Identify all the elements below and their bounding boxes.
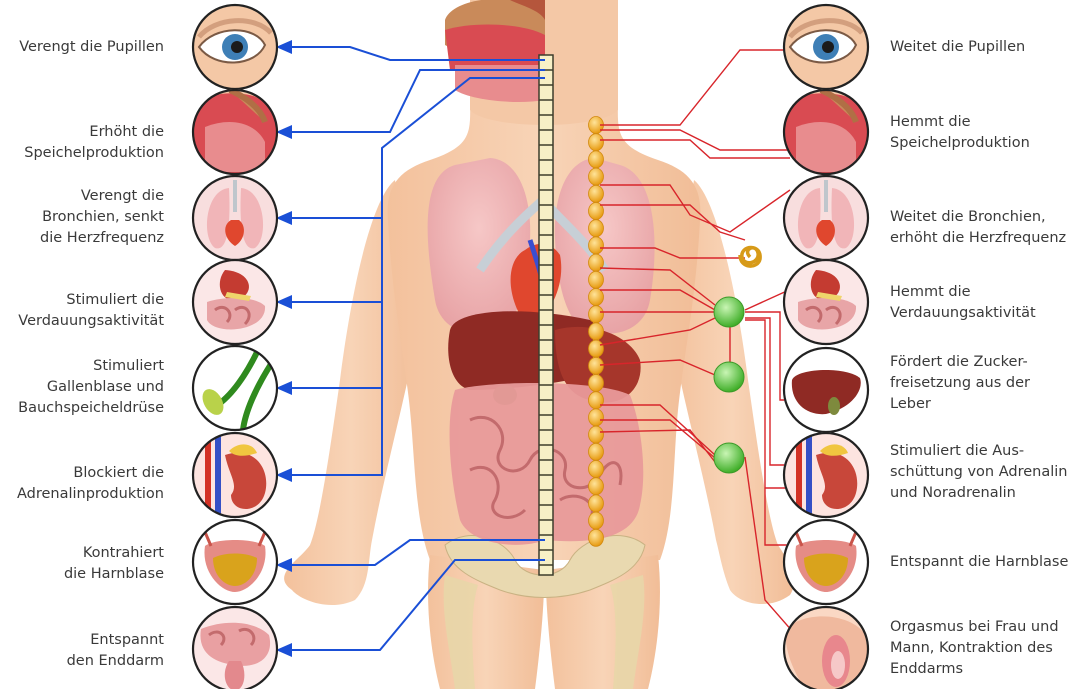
sympathetic-ganglion-bead [589, 392, 604, 409]
right-label-8: Orgasmus bei Frau und Mann, Kontraktion … [890, 617, 1059, 680]
sympathetic-ganglion-bead [589, 220, 604, 237]
sympathetic-ganglion-bead [589, 375, 604, 392]
bladder-icon [783, 519, 869, 605]
celiac-ganglion [714, 297, 744, 327]
sympathetic-ganglion-bead [589, 426, 604, 443]
lungs-heart-icon [783, 175, 869, 261]
left-label-8: Entspannt den Enddarm [67, 630, 164, 672]
sympathetic-ganglion-bead [589, 340, 604, 357]
superior-mesenteric-ganglion [714, 362, 744, 392]
parasympathetic-arrowheads [276, 40, 292, 657]
sympathetic-ganglion-bead [589, 289, 604, 306]
sympathetic-ganglion-bead [589, 237, 604, 254]
right-label-1: Weitet die Pupillen [890, 37, 1025, 58]
sympathetic-ganglion-bead [589, 185, 604, 202]
right-label-2: Hemmt die Speichelproduktion [890, 112, 1030, 154]
digestive-tract-icon [192, 259, 278, 345]
sympathetic-ganglion-bead [589, 478, 604, 495]
salivary-gland-icon [783, 89, 869, 175]
sympathetic-ganglion-bead [589, 409, 604, 426]
left-label-5: Stimuliert Gallenblase und Bauchspeichel… [18, 356, 164, 419]
sympathetic-ganglion-bead [589, 151, 604, 168]
liver-icon [783, 347, 869, 433]
right-label-4: Hemmt die Verdauungsaktivität [890, 282, 1036, 324]
left-label-3: Verengt die Bronchien, senkt die Herzfre… [40, 186, 164, 249]
sympathetic-ganglion-bead [589, 461, 604, 478]
right-label-6: Stimuliert die Aus- schüttung von Adrena… [890, 441, 1067, 504]
prevertebral-ganglia [714, 297, 744, 473]
eye-icon [192, 4, 278, 90]
left-label-7: Kontrahiert die Harnblase [64, 543, 164, 585]
kidney-adrenal-icon [783, 432, 869, 518]
left-label-6: Blockiert die Adrenalinproduktion [17, 463, 164, 505]
genitals-icon [783, 606, 869, 689]
sympathetic-ganglion-bead [589, 495, 604, 512]
rectum-icon [192, 606, 278, 689]
lungs-heart-icon [192, 175, 278, 261]
gallbladder-pancreas-icon [192, 345, 278, 431]
sympathetic-ganglion-bead [589, 168, 604, 185]
left-label-2: Erhöht die Speichelproduktion [24, 122, 164, 164]
spinal-cord [539, 55, 553, 575]
left-label-1: Verengt die Pupillen [19, 37, 164, 58]
sympathetic-ganglion-bead [589, 306, 604, 323]
right-label-5: Fördert die Zucker- freisetzung aus der … [890, 352, 1030, 415]
bladder-icon [192, 519, 278, 605]
sympathetic-ganglia-chain [589, 117, 604, 547]
right-label-7: Entspannt die Harnblase [890, 552, 1068, 573]
sympathetic-ganglion-bead [589, 357, 604, 374]
sympathetic-ganglion-bead [589, 134, 604, 151]
left-label-4: Stimuliert die Verdauungsaktivität [18, 290, 164, 332]
right-label-3: Weitet die Bronchien, erhöht die Herzfre… [890, 207, 1066, 249]
stellate-ganglion-icon [740, 248, 760, 267]
sympathetic-ganglion-bead [589, 443, 604, 460]
sympathetic-ganglion-bead [589, 529, 604, 546]
salivary-gland-icon [192, 89, 278, 175]
eye-icon [783, 4, 869, 90]
digestive-tract-icon [783, 259, 869, 345]
kidney-adrenal-icon [192, 432, 278, 518]
sympathetic-ganglion-bead [589, 323, 604, 340]
inferior-mesenteric-ganglion [714, 443, 744, 473]
sympathetic-ganglion-bead [589, 512, 604, 529]
sympathetic-ganglion-bead [589, 271, 604, 288]
